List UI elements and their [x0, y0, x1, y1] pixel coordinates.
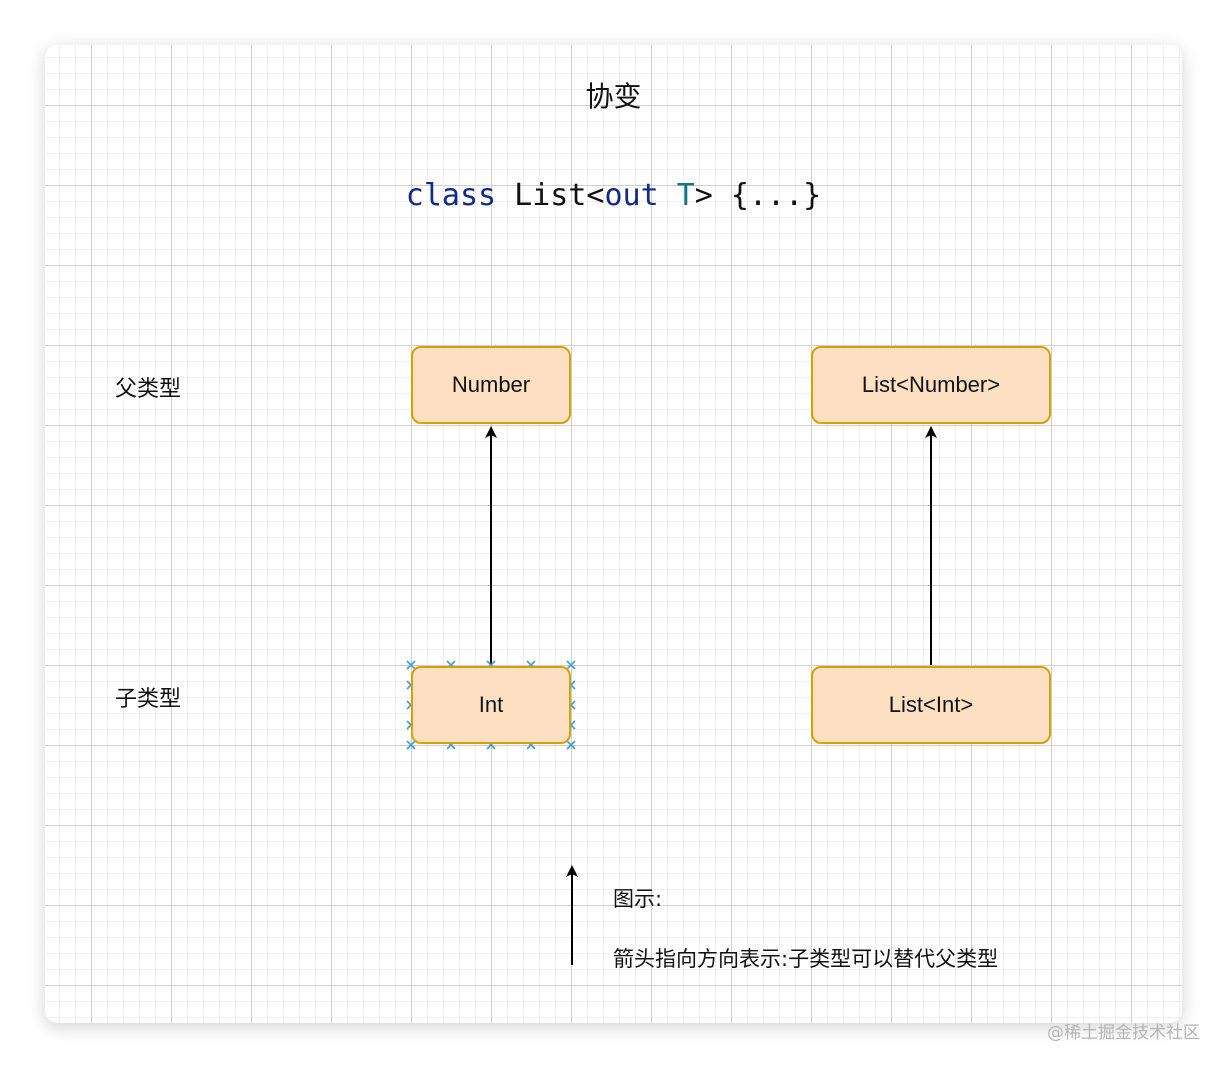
- box-number[interactable]: Number: [411, 346, 571, 424]
- box-int[interactable]: Int: [411, 666, 571, 744]
- code-rest: > {...}: [694, 178, 822, 213]
- type-parameter: T: [676, 178, 695, 213]
- connectors-layer: [406, 426, 937, 965]
- selection-handle-icon[interactable]: [406, 740, 416, 750]
- keyword-class: class: [405, 178, 515, 213]
- selection-handles: [406, 660, 576, 750]
- box-list-number[interactable]: List<Number>: [811, 346, 1051, 424]
- selection-handle-icon[interactable]: [566, 740, 576, 750]
- watermark: @稀土掘金技术社区: [1047, 1023, 1200, 1043]
- row-label-child: 子类型: [115, 687, 182, 712]
- class-name: List<: [514, 178, 605, 213]
- legend-title: 图示:: [613, 887, 663, 911]
- box-list-int[interactable]: List<Int>: [811, 666, 1051, 744]
- keyword-out: out: [604, 178, 677, 213]
- diagram-canvas[interactable]: 协变 class List<out T> {...} 父类型 子类型 Numbe…: [45, 45, 1182, 1023]
- selection-handle-icon[interactable]: [566, 660, 576, 670]
- code-declaration: class List<out T> {...}: [45, 178, 1182, 213]
- legend-description: 箭头指向方向表示:子类型可以替代父类型: [613, 947, 999, 971]
- row-label-parent: 父类型: [115, 377, 182, 402]
- diagram-title: 协变: [585, 80, 642, 113]
